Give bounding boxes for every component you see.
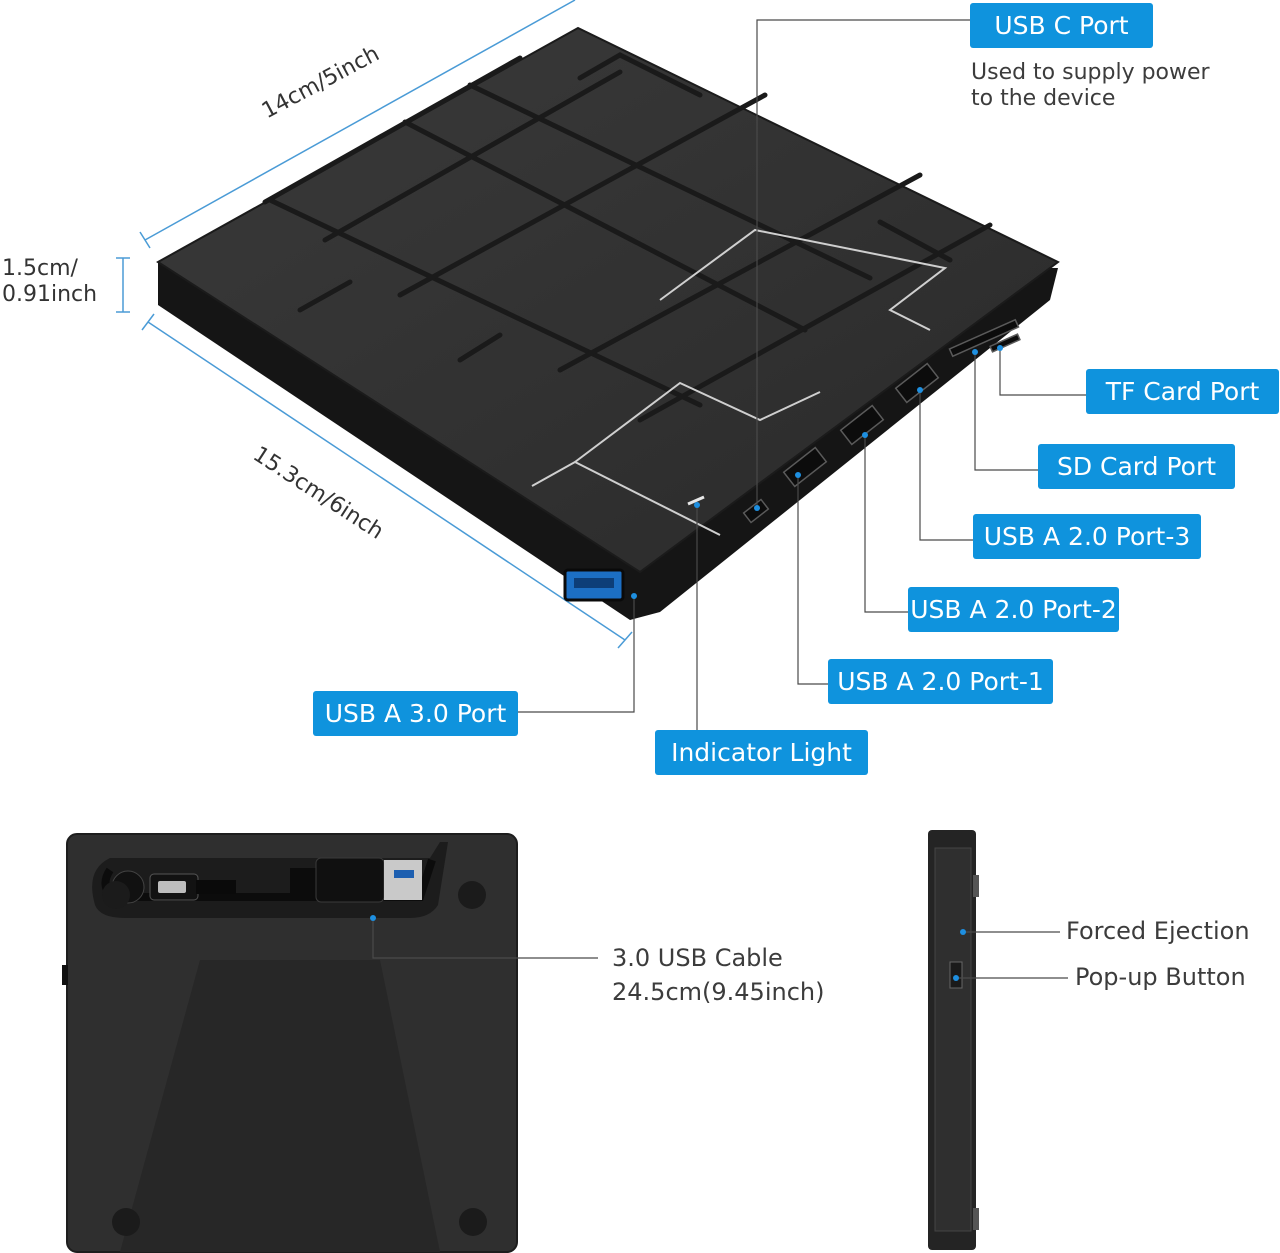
forced-ejection-label: Forced Ejection (1066, 917, 1250, 945)
device-top-view (156, 26, 1060, 620)
usb-a-2-port-2-label: USB A 2.0 Port-2 (908, 587, 1119, 632)
usb-c-desc-line2: to the device (971, 86, 1116, 111)
usb-c-desc-line1: Used to supply power (971, 60, 1210, 85)
usb-c-port-label: USB C Port (970, 3, 1153, 48)
usb-a-2-port-3-label: USB A 2.0 Port-3 (973, 514, 1201, 559)
usb-a-3-port-label: USB A 3.0 Port (313, 691, 518, 736)
indicator-light-label: Indicator Light (655, 730, 868, 775)
dimension-height-line2: 0.91inch (2, 282, 98, 307)
usb-a-2-port-1-label: USB A 2.0 Port-1 (828, 659, 1053, 704)
device-side-view (928, 830, 1068, 1250)
sd-card-port-label: SD Card Port (1038, 444, 1235, 489)
leader-lines (518, 19, 1088, 730)
dimension-height-line1: 1.5cm/ (2, 256, 78, 281)
cable-label-line1: 3.0 USB Cable (612, 944, 783, 972)
dimension-lines (116, 0, 633, 649)
cable-label-line2: 24.5cm(9.45inch) (612, 978, 825, 1006)
tf-card-port-label: TF Card Port (1086, 369, 1279, 414)
popup-button-label: Pop-up Button (1075, 963, 1246, 991)
device-bottom-view (62, 833, 598, 1253)
